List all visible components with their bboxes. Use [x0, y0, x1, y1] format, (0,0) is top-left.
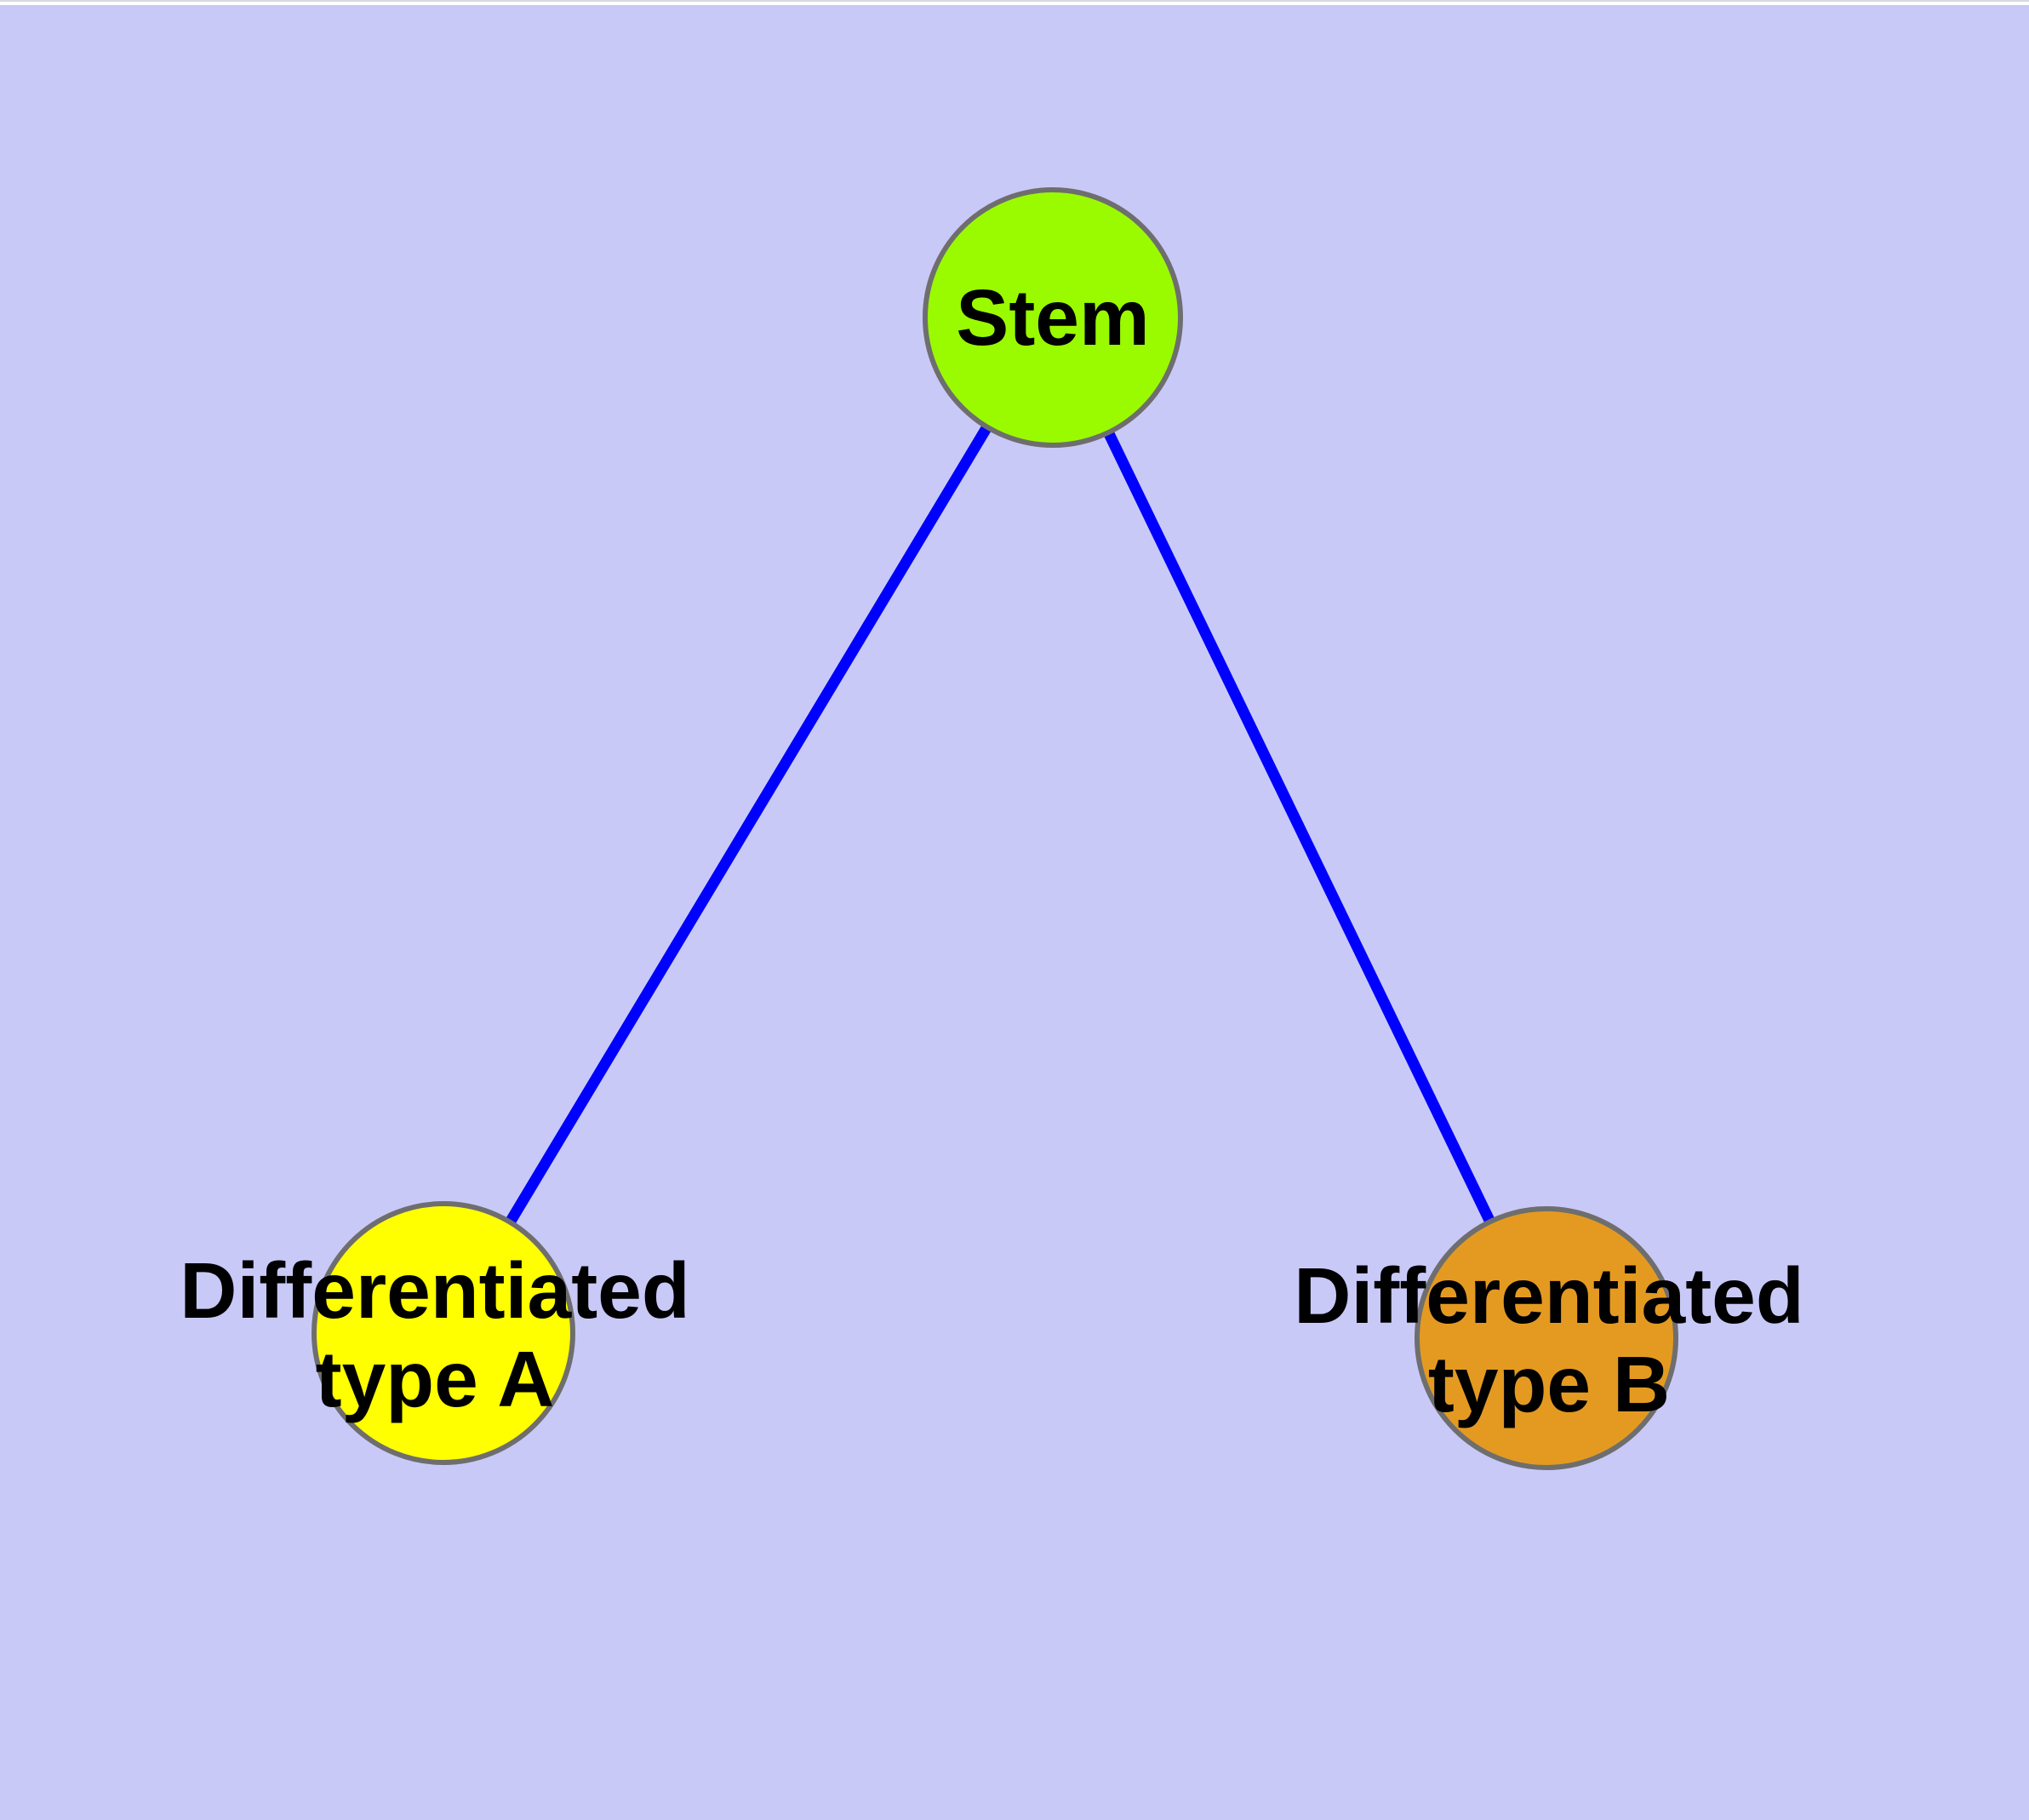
edge-stem-to-type-b: [1048, 315, 1552, 1341]
type-b-node: [1415, 1206, 1678, 1470]
stem-node: [923, 187, 1183, 448]
window-top-edge-line: [0, 0, 2029, 2]
edge-stem-to-type-a: [438, 314, 1058, 1336]
type-a-node-label: Differentiated type A: [180, 1246, 690, 1423]
type-a-node: [311, 1201, 575, 1465]
stem-node-label: Stem: [956, 273, 1150, 362]
type-b-node-label: Differentiated type B: [1294, 1251, 1804, 1428]
